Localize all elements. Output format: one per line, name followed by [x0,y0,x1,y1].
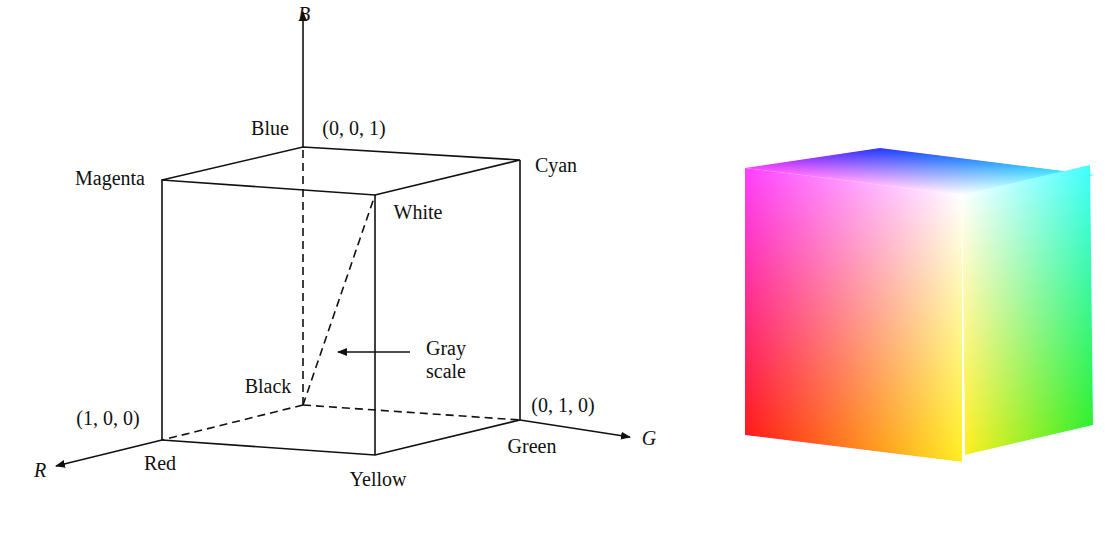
cube-edge [302,147,304,405]
cube-edge [303,405,520,420]
axis-arrow [520,420,630,437]
cube-edge [162,147,520,440]
axis-label: Gray scale [417,337,475,383]
axis-arrow [302,12,304,147]
axis-label: (0, 1, 0) [531,394,594,417]
axis-label: Cyan [535,154,577,177]
axis-label: B [298,3,310,26]
axis-label: Black [245,375,292,398]
cube-edge [162,405,303,440]
axis-label: (0, 0, 1) [322,117,385,140]
gray-diagonal [303,195,375,405]
side-face [962,165,1093,455]
cube-edge [162,420,520,455]
axis-label: Yellow [350,468,407,491]
axis-label: Blue [251,117,289,140]
front-face [745,168,962,462]
axis-label: (1, 0, 0) [76,407,139,430]
color-cube [745,148,1097,462]
hidden-edges [162,147,520,440]
axis-label: White [394,201,443,224]
axis-label: Green [508,435,557,458]
cube-edge [519,160,521,420]
leader-arrow [338,351,410,353]
axis-label: R [34,459,46,482]
cube-edge [374,195,376,455]
axis-label: Red [144,452,176,475]
axis-label: Magenta [75,167,145,190]
axis-label: G [642,427,656,450]
wireframe-cube [56,12,630,466]
